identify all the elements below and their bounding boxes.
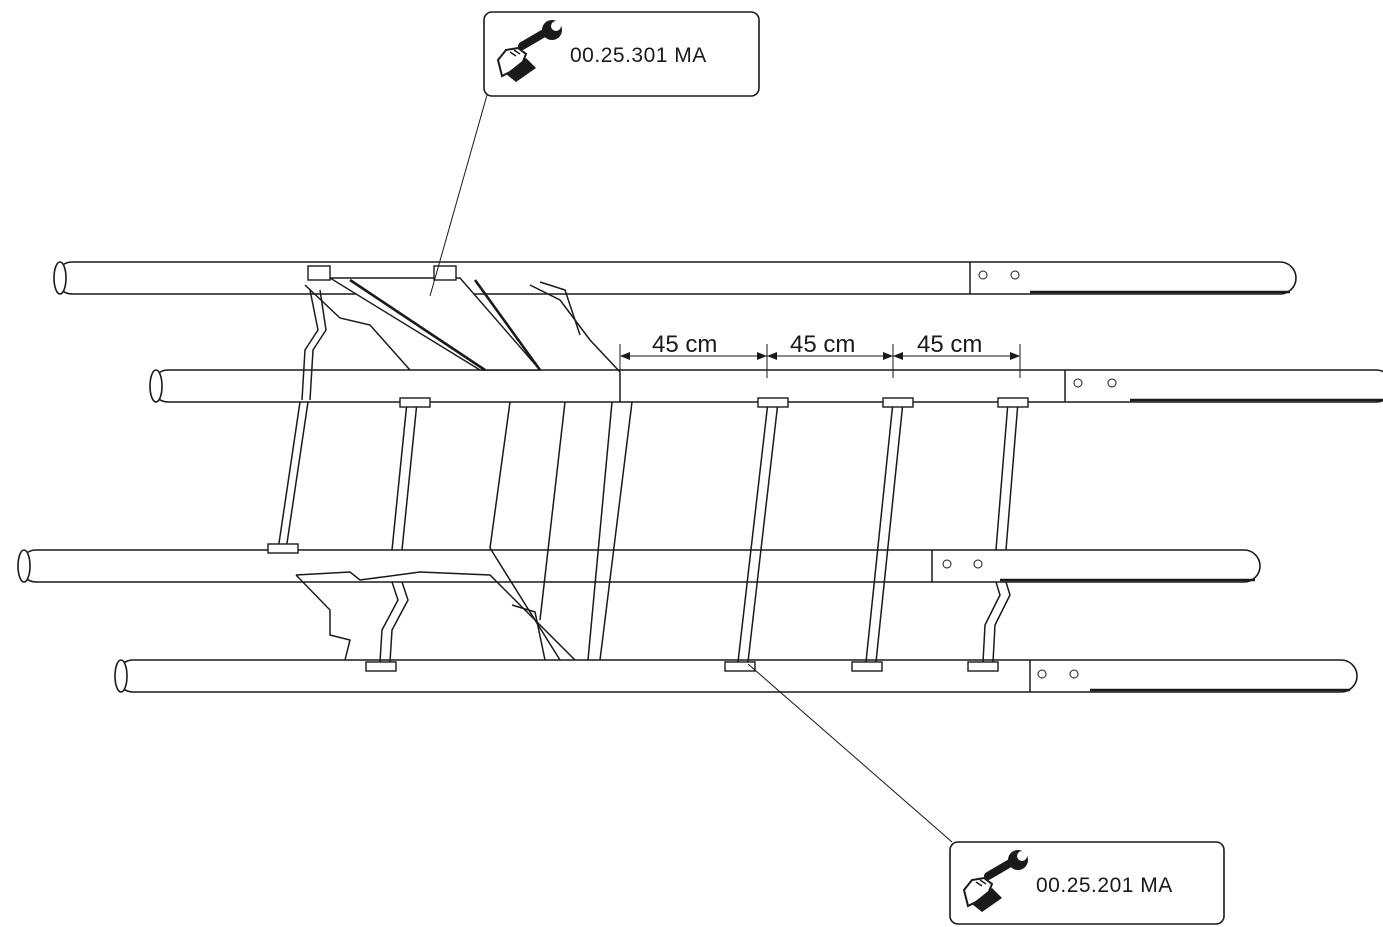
bracket-assembly: [295, 265, 633, 661]
callout-bottom-code: 00.25.201 MA: [1036, 874, 1173, 897]
callout-top: 00.25.301 MA: [483, 11, 760, 97]
rail-3: [17, 549, 1261, 583]
dimension-lines: [619, 344, 1021, 378]
leader-line-top: [429, 94, 488, 297]
dimension-label-2: 45 cm: [790, 331, 855, 358]
wrench-hand-icon: [962, 850, 1028, 912]
rail-2: [149, 369, 1383, 403]
wrench-hand-icon: [496, 20, 562, 82]
dimension-label-3: 45 cm: [917, 331, 982, 358]
callout-bottom: 00.25.201 MA: [949, 841, 1225, 925]
callout-top-code: 00.25.301 MA: [570, 44, 707, 67]
rail-4: [114, 659, 1358, 693]
dimension-label-1: 45 cm: [652, 331, 717, 358]
leader-line-bottom: [747, 663, 953, 843]
cross-members: [267, 289, 1029, 672]
rail-1: [53, 261, 1297, 295]
